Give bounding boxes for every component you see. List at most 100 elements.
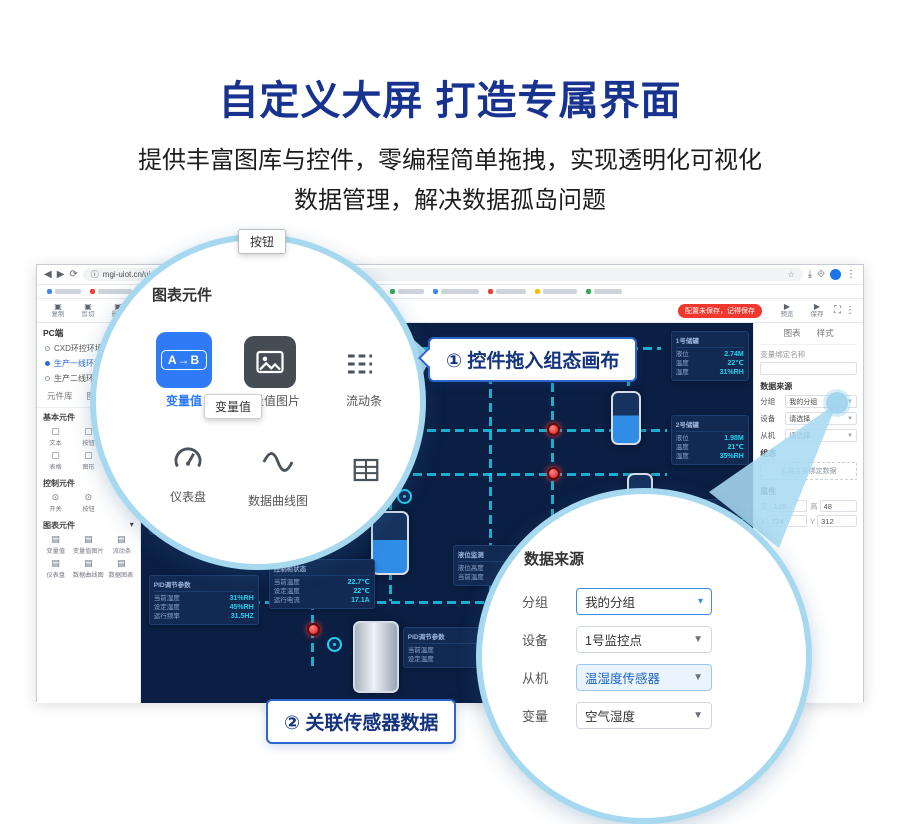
chevron-down-icon: ▼ bbox=[693, 672, 703, 683]
ab-icon: A→B bbox=[160, 350, 208, 370]
pipe bbox=[250, 601, 541, 604]
chevron-down-icon: ▾ bbox=[129, 520, 134, 529]
bookmark-item[interactable] bbox=[390, 289, 424, 294]
component-item[interactable]: ▢图形 bbox=[82, 450, 95, 471]
download-icon[interactable]: ⤓ bbox=[807, 268, 813, 280]
component-item[interactable]: ⊙开关 bbox=[49, 492, 62, 513]
field-label: 分组 bbox=[760, 397, 776, 406]
callout-step1: ① 控件拖入组态画布 bbox=[418, 337, 638, 382]
page-subtitle-line1: 提供丰富图库与控件，零编程简单拖拽，实现透明化可视化 bbox=[138, 147, 762, 174]
alarm-indicator bbox=[546, 467, 560, 480]
component-item[interactable]: ▤流动条 bbox=[112, 534, 131, 555]
component-tile-curve[interactable] bbox=[252, 436, 304, 488]
component-icon: ▢ bbox=[51, 426, 60, 436]
bind-name-input[interactable] bbox=[760, 362, 857, 375]
more-icon[interactable]: ⋮ bbox=[845, 304, 855, 316]
bookmark-item[interactable] bbox=[488, 289, 526, 294]
component-item[interactable]: ▢按钮 bbox=[82, 426, 95, 447]
component-item[interactable]: ▤变量值图片 bbox=[72, 534, 104, 555]
slave-select[interactable]: 温湿度传感器▼ bbox=[576, 664, 712, 691]
component-item[interactable]: ▤变量值 bbox=[46, 534, 65, 555]
attr-input[interactable]: 48 bbox=[819, 500, 857, 512]
component-icon: ⊙ bbox=[84, 492, 93, 502]
table-icon bbox=[353, 458, 379, 482]
drag-tooltip: 按钮 bbox=[238, 229, 287, 254]
gauge-icon bbox=[174, 447, 202, 468]
component-icon: ▢ bbox=[84, 426, 93, 436]
attr-label: X bbox=[760, 516, 766, 526]
refresh-icon[interactable]: ⟳ bbox=[69, 268, 78, 280]
attr-input[interactable]: 120 bbox=[769, 500, 808, 512]
chevron-down-icon: ▼ bbox=[847, 398, 853, 405]
attr-input[interactable]: 724 bbox=[767, 515, 808, 527]
sidebar-tab[interactable]: 元件库 bbox=[47, 391, 73, 401]
device-select[interactable]: 1号监控点▼ bbox=[576, 626, 712, 653]
component-icon: ▤ bbox=[51, 534, 60, 544]
group-chart-header[interactable]: 图表元件▾ bbox=[43, 520, 134, 530]
datasource-title: 数据来源 bbox=[524, 551, 585, 568]
pump-icon bbox=[396, 489, 412, 504]
component-item[interactable]: ⊙按钮 bbox=[82, 492, 95, 513]
properties-tab[interactable]: 图表 bbox=[783, 328, 801, 338]
component-item[interactable]: ▤数据曲线图 bbox=[72, 558, 104, 579]
attr-input[interactable]: 312 bbox=[817, 515, 857, 527]
zutai-section-title: 组态 bbox=[760, 449, 777, 458]
component-tile-gauge[interactable] bbox=[162, 432, 214, 484]
curve-icon bbox=[262, 452, 294, 472]
bookmark-item[interactable] bbox=[433, 289, 479, 294]
component-tile-image[interactable] bbox=[244, 336, 296, 388]
bookmark-item[interactable] bbox=[90, 289, 132, 294]
bookmark-item[interactable] bbox=[586, 289, 622, 294]
cloud-bind-button[interactable]: 云端变量绑定数据 bbox=[760, 462, 857, 480]
component-item[interactable]: ▤仪表盘 bbox=[46, 558, 65, 579]
bookmark-star-icon[interactable]: ☆ bbox=[787, 270, 795, 279]
component-icon: ▢ bbox=[51, 450, 60, 460]
toolbar-button[interactable]: ▶预览 bbox=[780, 302, 794, 318]
toolbar-button[interactable]: ▣剪切 bbox=[81, 302, 95, 318]
sidebar-screen-item[interactable]: 生产一线环境监控屏 bbox=[37, 356, 140, 371]
component-tile-table[interactable] bbox=[342, 446, 390, 494]
image-icon bbox=[256, 350, 284, 374]
component-item[interactable]: ▤数据图表 bbox=[108, 558, 134, 579]
component-label[interactable]: 仪表盘 bbox=[169, 490, 206, 504]
group-select[interactable]: 我的分组▾ bbox=[576, 588, 712, 615]
properties-tab[interactable]: 样式 bbox=[816, 328, 834, 338]
variable-tooltip: 变量值 bbox=[204, 394, 263, 419]
unsaved-badge: 配置未保存，记得保存 bbox=[678, 303, 762, 318]
attr-label: Y bbox=[810, 516, 816, 526]
menu-icon[interactable]: ⋮ bbox=[846, 268, 856, 280]
component-label[interactable]: 数据曲线图 bbox=[247, 494, 308, 508]
component-tile-flow[interactable] bbox=[334, 338, 386, 390]
flow-bars-icon bbox=[348, 354, 372, 374]
bookmark-item[interactable] bbox=[535, 289, 577, 294]
alarm-indicator bbox=[546, 423, 560, 436]
component-item[interactable]: ▢文本 bbox=[49, 426, 62, 447]
chevron-down-icon: ▼ bbox=[847, 415, 853, 422]
forward-icon[interactable]: ▶ bbox=[56, 268, 65, 280]
field-select[interactable]: 请选择▼ bbox=[785, 412, 857, 425]
toolbar-button[interactable]: ▣复制 bbox=[51, 302, 65, 318]
component-item[interactable]: ▢表格 bbox=[49, 450, 62, 471]
extensions-icon[interactable]: ⟐ bbox=[817, 268, 825, 280]
field-select[interactable]: 请选择▼ bbox=[785, 429, 857, 442]
bookmark-item[interactable] bbox=[47, 289, 81, 294]
sidebar-screen-item[interactable]: CXD环控环境监控屏 bbox=[37, 341, 140, 356]
tank-widget[interactable] bbox=[370, 511, 409, 575]
datasource-row: 从机 温湿度传感器▼ bbox=[522, 664, 712, 691]
tank-widget[interactable] bbox=[610, 391, 641, 445]
fullscreen-icon[interactable]: ⛶ bbox=[834, 304, 841, 316]
component-label[interactable]: 流动条 bbox=[345, 394, 382, 408]
variable-select[interactable]: 空气湿度▼ bbox=[576, 702, 712, 729]
tank-widget[interactable] bbox=[352, 621, 399, 693]
screen-dot-icon bbox=[45, 346, 50, 351]
back-icon[interactable]: ◀ bbox=[44, 268, 52, 280]
sidebar-screen-item[interactable]: 生产二线环境监控屏 bbox=[37, 371, 140, 386]
profile-avatar[interactable] bbox=[830, 269, 841, 280]
toolbar-button[interactable]: ▶保存 bbox=[810, 302, 824, 318]
component-label[interactable]: 变量值 bbox=[165, 394, 202, 408]
component-icon: ▤ bbox=[117, 534, 126, 544]
component-tile-variable[interactable]: A→B bbox=[156, 332, 212, 388]
